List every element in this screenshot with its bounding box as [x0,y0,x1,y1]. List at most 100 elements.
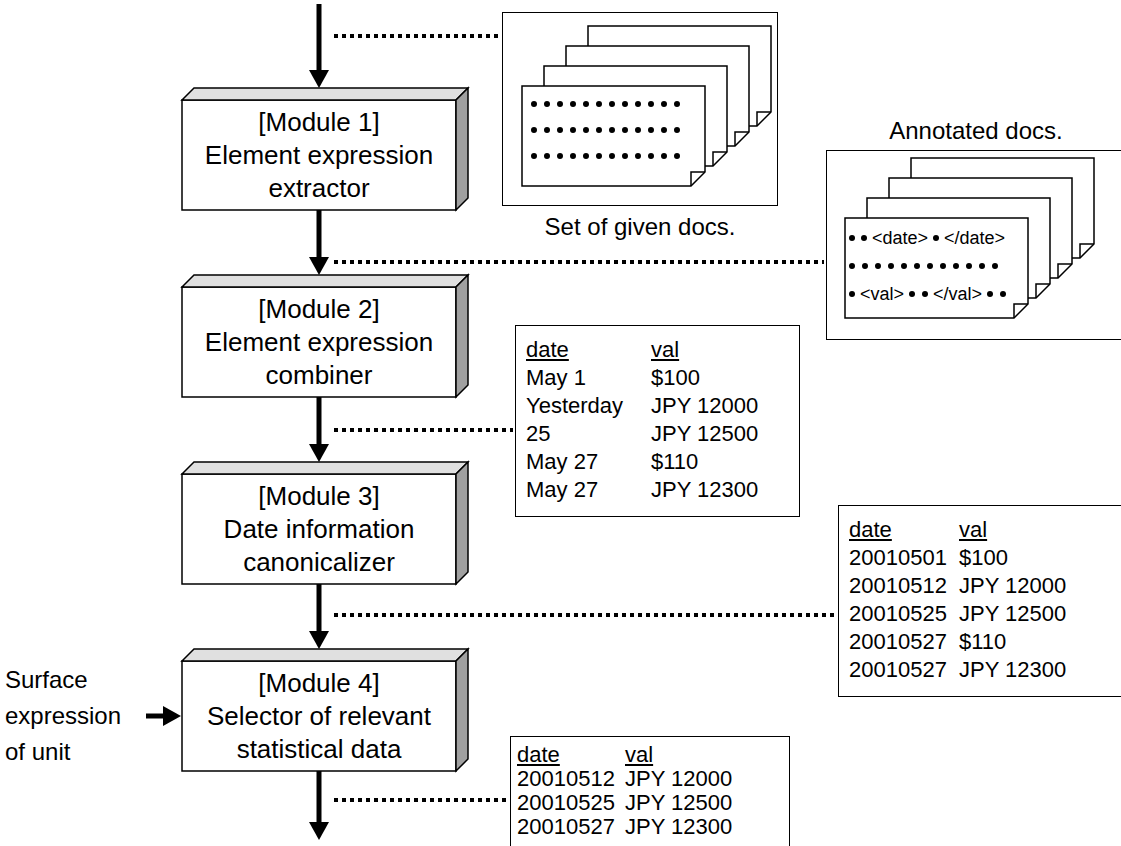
text-dot [933,235,939,241]
page-fold [691,172,705,186]
module-number: [Module 1] [194,106,444,139]
arrow-shaft [317,584,322,633]
arrow-shaft [317,210,322,259]
table-cell: Yesterday [526,392,651,420]
unit-arrow-shaft [146,714,165,719]
data-table: dateval20010501$10020010512JPY 120002001… [838,505,1121,697]
dot-row [534,153,690,159]
frame-caption: Annotated docs. [827,117,1121,145]
table-cell: JPY 12300 [959,656,1117,684]
box-side [456,462,468,584]
table-cell: 20010527 [849,656,959,684]
box-side [456,275,468,397]
text-dot [909,291,915,297]
box-front [182,100,456,210]
table-cell: 20010527 [849,628,959,656]
module-face: [Module 2]Element expression combiner [182,287,456,397]
table-cell: JPY 12000 [651,392,789,420]
table-cell: JPY 12500 [959,600,1117,628]
module-title: Date information canonicalizer [194,513,444,579]
text-dot [987,291,993,297]
module-text: [Module 3]Date information canonicalizer [194,480,444,579]
page-fold [1080,244,1094,258]
module-box: [Module 1]Element expression extractor [182,88,468,210]
box-front [182,287,456,397]
table-cell: 20010525 [849,600,959,628]
page-fold [735,132,749,146]
column-header: val [651,336,789,364]
module-title: Element expression extractor [194,139,444,205]
box-side [456,649,468,771]
box-front [182,474,456,584]
table-cell: 20010512 [517,767,625,791]
dotted-leader [334,798,508,802]
output-arrow-shaft [317,771,322,824]
text-dots [534,104,690,156]
frame-caption: Set of given docs. [503,213,777,241]
data-table: datevalMay 1$100YesterdayJPY 1200025JPY … [515,325,800,517]
box-top [182,462,468,474]
module-face: [Module 1]Element expression extractor [182,100,456,210]
box-side [456,88,468,210]
table-grid: dateval20010501$10020010512JPY 120002001… [849,516,1117,684]
markup-tag: </date> [944,227,1005,249]
module-face: [Module 3]Date information canonicalizer [182,474,456,584]
table-cell: $110 [959,628,1117,656]
column-header: date [526,336,651,364]
box-top [182,649,468,661]
annotated-document-stack [845,158,1094,318]
table-cell: May 1 [526,364,651,392]
table-cell: $100 [651,364,789,392]
table-cell: JPY 12500 [625,791,783,815]
markup-tag: <date> [872,227,928,249]
table-grid: datevalMay 1$100YesterdayJPY 1200025JPY … [526,336,789,504]
box-top [182,88,468,100]
dotted-leader [334,260,824,264]
table-cell: JPY 12300 [651,476,789,504]
page-fold [1036,284,1050,298]
module-box: [Module 4]Selector of relevant statistic… [182,649,468,771]
module-text: [Module 4]Selector of relevant statistic… [194,667,444,766]
table-cell: May 27 [526,448,651,476]
table-cell: 20010525 [517,791,625,815]
text-dot [861,235,867,241]
arrow-head [309,257,329,275]
dot-row [852,263,1008,269]
module-text: [Module 1]Element expression extractor [194,106,444,205]
arrow-head [309,631,329,649]
flow-arrow [309,210,329,275]
input-arrow-head [309,70,329,88]
document-frame: Set of given docs. [502,12,778,206]
markup-tag: <val> [860,283,904,305]
table-cell: $100 [959,544,1117,572]
input-arrow-shaft [317,4,322,72]
unit-arrow-head [163,706,181,726]
flow-arrow [309,397,329,462]
flow-arrow [309,584,329,649]
table-grid: dateval20010512JPY 1200020010525JPY 1250… [517,743,783,839]
module-text: [Module 2]Element expression combiner [194,293,444,392]
module-face: [Module 4]Selector of relevant statistic… [182,661,456,771]
table-cell: JPY 12000 [959,572,1117,600]
column-header: date [517,743,625,767]
column-header: val [625,743,783,767]
module-title: Selector of relevant statistical data [194,700,444,766]
module-number: [Module 3] [194,480,444,513]
module-number: [Module 4] [194,667,444,700]
text-dot [1000,291,1006,297]
module-title: Element expression combiner [194,326,444,392]
table-cell: 25 [526,420,651,448]
column-header: date [849,516,959,544]
arrow-head [309,444,329,462]
dotted-leader [334,613,836,617]
table-cell: JPY 12000 [625,767,783,791]
document-stack [522,26,771,186]
page-fold [757,112,771,126]
data-table: dateval20010512JPY 1200020010525JPY 1250… [510,736,790,846]
module-box: [Module 3]Date information canonicalizer [182,462,468,584]
text-dot [849,291,855,297]
page-fold [1014,304,1028,318]
page-fold [1058,264,1072,278]
box-top [182,275,468,287]
page-fold [713,152,727,166]
